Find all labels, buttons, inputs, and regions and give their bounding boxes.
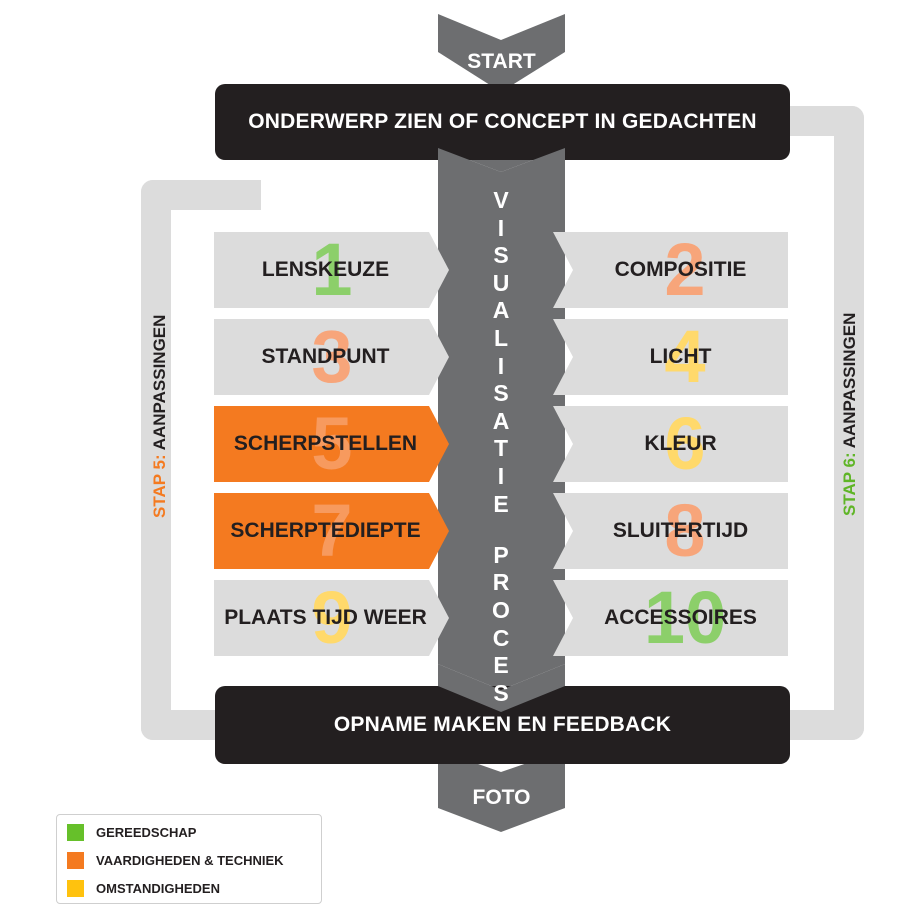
step-box-shape [214,580,449,656]
step-box-shape [553,580,788,656]
step-label: SCHERPSTELLEN [233,432,418,455]
step-number: 9 [311,576,353,659]
legend-item-gereedschap: GEREEDSCHAP [67,824,196,841]
center-letter: I [497,352,505,379]
step-number: 6 [664,402,706,485]
step-label: STANDPUNT [261,345,390,368]
center-letter: V [493,187,509,213]
step-label: COMPOSITIE [614,258,747,281]
step-label: SLUITERTIJD [612,519,749,542]
loop-left-text: AANPASSINGEN [150,314,169,455]
step-number: 3 [311,315,353,398]
step-label: LENSKEUZE [261,258,390,281]
loop-right-label: STAP 6: AANPASSINGEN [840,313,860,516]
loop-right-text: AANPASSINGEN [840,312,859,453]
step-label: LICHT [649,345,712,368]
step-box-shape [553,319,788,395]
step-box-shape [553,232,788,308]
legend-swatch-yellow [67,880,84,897]
center-letter: R [492,569,510,596]
center-letter: P [493,541,509,568]
center-letter: T [493,435,509,462]
step-number: 5 [311,402,353,485]
center-letter: O [492,597,510,623]
center-letter: I [497,463,505,489]
center-letter: A [492,297,510,324]
center-letter: I [497,214,505,241]
step-box-shape [553,406,788,482]
step-number: 4 [664,315,706,398]
legend-label: GEREEDSCHAP [96,825,197,840]
foto-label: FOTO [472,786,531,809]
step-number: 2 [664,228,706,311]
center-letter: E [493,490,509,517]
legend-swatch-green [67,824,84,841]
legend-item-vaardigheden: VAARDIGHEDEN & TECHNIEK [67,852,284,869]
step-box-shape [214,232,449,308]
center-letter: L [493,325,509,351]
start-chevron [438,14,565,92]
bottom-bar: OPNAME MAKEN EN FEEDBACK [215,686,790,764]
legend: GEREEDSCHAP VAARDIGHEDEN & TECHNIEK OMST… [56,814,322,904]
center-letter: C [492,624,510,651]
legend-label: OMSTANDIGHEDEN [96,881,220,896]
loop-left-prefix: STAP 5: [150,454,169,518]
step-number: 8 [664,489,706,572]
start-label: START [467,50,536,73]
legend-swatch-orange [67,852,84,869]
center-letter: S [493,679,509,706]
legend-label: VAARDIGHEDEN & TECHNIEK [96,853,284,868]
step-box-shape [553,493,788,569]
step-number: 7 [311,489,353,572]
center-letter: S [493,380,509,407]
loop-right-prefix: STAP 6: [840,452,859,516]
center-process-arrow [438,148,565,690]
step-label: KLEUR [644,432,717,455]
loop-left-label: STAP 5: AANPASSINGEN [150,315,170,518]
center-letter: U [492,269,510,296]
step-label: SCHERPTEDIEPTE [230,519,421,542]
loop-right-connector [760,106,864,740]
center-letter: S [493,242,509,269]
step-number: 10 [643,576,727,659]
step-label: ACCESSOIRES [604,606,757,629]
step-box-shape [214,493,449,569]
step-number: 1 [311,228,353,311]
center-letter: E [493,652,509,679]
step-box-shape [214,406,449,482]
foto-chevron [438,750,565,832]
center-letter: A [492,407,510,434]
legend-item-omstandigheden: OMSTANDIGHEDEN [67,880,220,897]
step-box-shape [214,319,449,395]
step-label: PLAATS TIJD WEER [224,606,427,629]
top-bar: ONDERWERP ZIEN OF CONCEPT IN GEDACHTEN [215,84,790,160]
